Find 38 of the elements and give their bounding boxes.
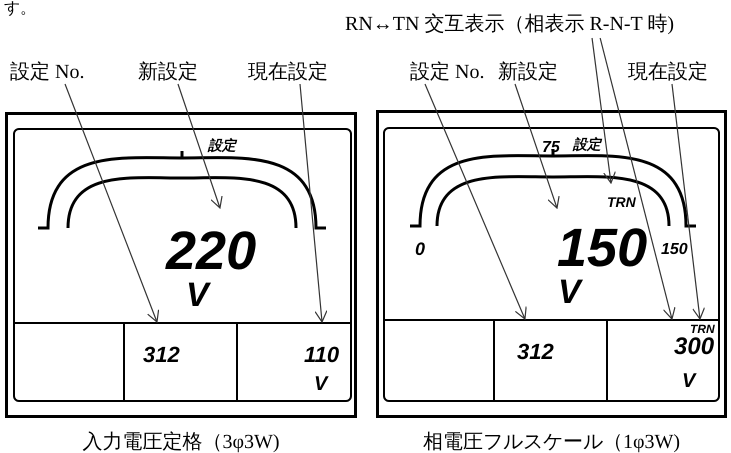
panel-label: 入力電圧定格（3φ3W) — [82, 432, 280, 452]
lcd-readout: 312 — [143, 344, 180, 366]
lcd-readout: 110 — [304, 344, 340, 366]
lcd-cell — [125, 322, 238, 402]
callout-label: 現在設定 — [628, 62, 708, 82]
leader-line — [514, 84, 560, 209]
setting-indicator: 設定 — [573, 137, 601, 151]
callout-label: 設定 No. — [410, 62, 484, 82]
callout-label: 新設定 — [498, 62, 558, 82]
callout-label: 新設定 — [138, 62, 198, 82]
status-indicator: TRN — [690, 323, 715, 335]
callout-label: RN↔TN 交互表示（相表示 R-N-T 時) — [345, 14, 674, 34]
lcd-cell — [495, 319, 608, 402]
callout-label: 現在設定 — [248, 62, 328, 82]
unit-label: V — [682, 371, 696, 391]
lcd-readout: 300 — [674, 335, 714, 359]
lcd-cell — [383, 319, 495, 402]
callout-label: 設定 No. — [10, 62, 84, 82]
leader-line — [424, 84, 527, 320]
unit-label: V — [314, 374, 328, 394]
scale-number: 0 — [415, 240, 426, 258]
setting-indicator: 設定 — [208, 138, 236, 152]
lcd-readout: 220 — [166, 224, 256, 278]
unit-label: V — [186, 278, 209, 312]
text-fragment: す。 — [4, 1, 36, 17]
leader-line — [177, 84, 223, 209]
status-indicator: TRN — [607, 195, 636, 209]
lcd-cell — [13, 322, 125, 402]
leader-line — [299, 84, 328, 323]
panel-label: 相電圧フルスケール（1φ3W) — [422, 432, 680, 452]
scale-number: 150 — [661, 242, 688, 258]
leader-line — [671, 84, 706, 320]
leader-line — [591, 38, 616, 184]
lcd-readout: 150 — [557, 221, 648, 275]
leader-line — [600, 38, 676, 320]
unit-label: V — [558, 275, 581, 309]
leader-line — [64, 84, 160, 323]
lcd-readout: 312 — [517, 341, 554, 363]
